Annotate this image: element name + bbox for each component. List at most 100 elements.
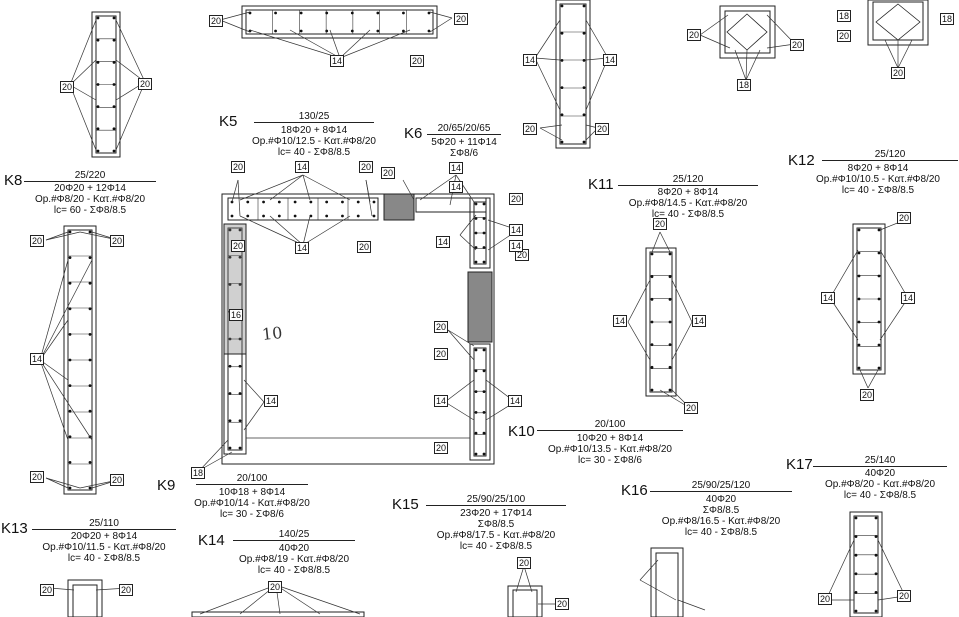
column-outline	[191, 611, 365, 617]
leader-line	[69, 84, 97, 101]
column-outline	[241, 5, 438, 39]
stirrup	[655, 552, 679, 617]
leader-line	[651, 231, 661, 253]
rebar-dot	[582, 31, 586, 35]
bar-tag: 20	[891, 67, 906, 79]
rebar-dot	[402, 11, 405, 15]
bar-tag: 14	[449, 162, 464, 174]
bar-tag: 14	[603, 54, 618, 66]
rebar-dot	[112, 38, 116, 42]
rebar-dot	[474, 246, 478, 249]
column-k6-id: K6	[404, 125, 423, 142]
column-k9-dims: 20/100	[196, 473, 308, 485]
rebar-dot	[877, 251, 881, 255]
bar-tag: 20	[209, 15, 224, 27]
stirrup	[245, 9, 434, 35]
rebar-dot	[325, 200, 329, 204]
bar-tag: 14	[613, 315, 628, 327]
bar-tag: 20	[687, 29, 702, 41]
rebar-dot	[96, 60, 100, 64]
bar-tag: 20	[684, 402, 699, 414]
rebar-dot	[96, 149, 100, 153]
stirrup	[559, 3, 587, 145]
column-k15-line-3: Op.#Φ8/17.5 - Κατ.#Φ8/20	[436, 530, 556, 541]
rebar-dot	[402, 29, 405, 33]
column-k9-line-2: Op.#Φ10/14 - Κατ.#Φ8/20	[194, 498, 310, 509]
column-k15-line-1: 23Φ20 + 17Φ14	[460, 508, 532, 519]
rebar-dot	[68, 358, 72, 362]
leader-line	[523, 565, 533, 593]
rebar-dot	[474, 231, 478, 235]
rebar-dot	[356, 200, 360, 204]
bar-tag: 14	[295, 161, 310, 173]
rebar-dot	[293, 214, 297, 218]
bar-tag: 14	[821, 292, 836, 304]
rebar-dot	[88, 486, 92, 490]
bar-tag: 20	[30, 235, 45, 247]
rebar-dot	[560, 4, 564, 8]
column-k16-line-2: ΣΦ8/8.5	[702, 505, 740, 516]
column-outline	[91, 11, 121, 158]
rebar-dot	[274, 11, 277, 15]
leader-line	[45, 477, 81, 489]
rebar-dot	[228, 392, 232, 395]
rebar-dot	[88, 358, 92, 362]
stirrup	[512, 589, 538, 617]
rebar-dot	[877, 320, 881, 324]
rebar-dot	[96, 127, 100, 131]
leader-line	[339, 29, 411, 59]
rebar-dot	[854, 516, 858, 520]
leader-line	[302, 174, 311, 201]
column-k8-line-3: lc= 60 - ΣΦ8/8.5	[53, 205, 127, 216]
rebar-dot	[854, 535, 858, 538]
leader-line	[219, 19, 251, 33]
rebar-dot	[228, 419, 232, 423]
column-k16-id: K16	[621, 482, 648, 499]
rebar-dot	[857, 320, 861, 324]
bar-tag: 20	[454, 13, 469, 25]
leader-line	[275, 584, 321, 615]
rebar-dot	[356, 214, 360, 218]
leader-line	[534, 19, 561, 59]
column-k8-id: K8	[4, 172, 23, 189]
bar-tag: 14	[436, 236, 451, 248]
column-outline	[645, 247, 677, 397]
column-outline	[469, 343, 491, 461]
column-k11-id: K11	[588, 176, 614, 193]
column-k5-line-2: Op.#Φ10/12.5 - Κατ.#Φ8/20	[252, 136, 376, 147]
bar-tag: 18	[737, 79, 752, 91]
rebar-dot	[88, 384, 92, 387]
bar-tag: 14	[295, 242, 310, 254]
rebar-dot	[854, 609, 858, 613]
leader-line	[639, 579, 677, 601]
bar-tag: 16	[229, 309, 244, 321]
bar-tag: 20	[110, 474, 125, 486]
rebar-dot	[877, 228, 881, 232]
column-k13-line-3: lc= 40 - ΣΦ8/8.5	[67, 553, 141, 564]
rebar-dot	[293, 200, 297, 204]
bar-tag: 14	[449, 181, 464, 193]
leader-line	[69, 84, 97, 151]
leader-line	[534, 57, 561, 111]
leader-line	[699, 34, 731, 49]
leader-line	[455, 174, 477, 206]
rebar-dot	[88, 307, 92, 311]
rebar-dot	[277, 214, 281, 218]
rebar-dot	[88, 281, 92, 285]
rebar-dot	[668, 388, 672, 392]
column-outline	[507, 585, 543, 617]
stirrup	[72, 584, 98, 617]
rebar-dot	[68, 486, 72, 490]
column-k15-dims: 25/90/25/100	[426, 494, 566, 506]
rebar-dot	[482, 452, 486, 456]
rebar-dot	[238, 392, 242, 395]
leader-line	[877, 539, 906, 597]
leader-line	[302, 174, 351, 201]
leader-line	[329, 29, 341, 59]
rebar-dot	[857, 343, 861, 347]
leader-line	[884, 39, 899, 69]
bar-tag: 18	[940, 13, 955, 25]
rebar-dot	[560, 86, 564, 89]
